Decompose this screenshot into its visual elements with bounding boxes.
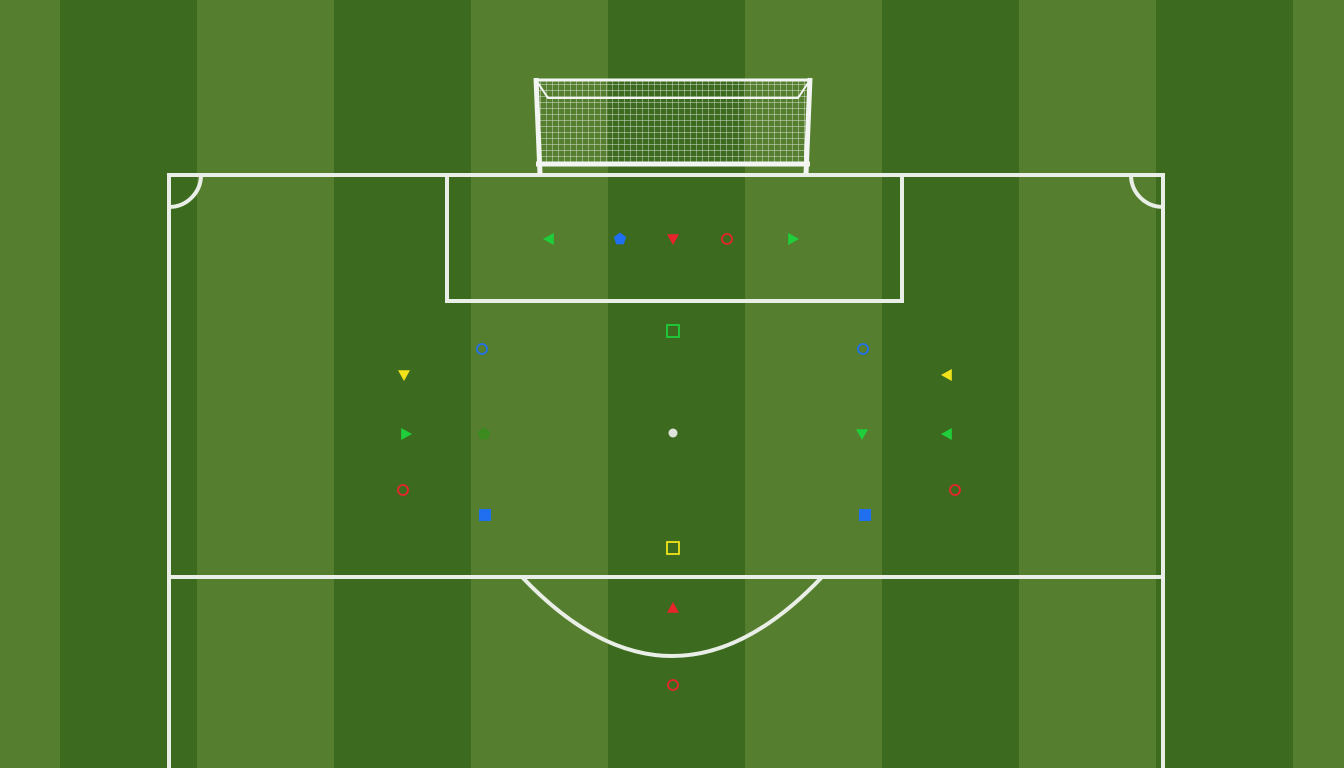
- marker-triangle-down-green: [856, 429, 868, 440]
- marker-triangle-up-red: [667, 602, 679, 613]
- left-post: [533, 77, 543, 175]
- marker-square-green-outline: [666, 324, 680, 338]
- marker-triangle-down-yellow: [398, 370, 410, 381]
- marker-triangle-left-green-2: [941, 428, 952, 440]
- net-mesh: [536, 80, 810, 164]
- marker-square-yellow-outline: [666, 541, 680, 555]
- markers-layer: [397, 232, 961, 691]
- marker-triangle-left-yellow: [941, 369, 952, 381]
- net-roof: [535, 79, 811, 99]
- grass-stripe: [197, 0, 334, 768]
- penalty-arc: [520, 575, 824, 658]
- pitch-lines: [167, 173, 1165, 768]
- marker-triangle-right-green-2: [401, 428, 412, 440]
- grass-stripe: [60, 0, 197, 768]
- grass-stripe: [1293, 0, 1344, 768]
- marker-pentagon-blue-1: [613, 232, 627, 245]
- goal-net: [533, 77, 813, 175]
- marker-circle-red-outline-3: [949, 484, 961, 496]
- marker-triangle-right-green-1: [788, 233, 799, 245]
- goal-area-line: [445, 173, 904, 303]
- marker-circle-red-outline-4: [667, 679, 679, 691]
- marker-circle-blue-outline-2: [857, 343, 869, 355]
- marker-circle-red-outline-2: [397, 484, 409, 496]
- grass-stripe: [0, 0, 60, 768]
- marker-triangle-left-green-1: [543, 233, 554, 245]
- ball-dot: [668, 428, 678, 438]
- grass-stripe: [1156, 0, 1293, 768]
- marker-square-blue-2: [859, 509, 871, 521]
- corner-arc-right: [1129, 174, 1164, 209]
- marker-square-blue-1: [479, 509, 491, 521]
- marker-circle-red-outline-1: [721, 233, 733, 245]
- grass-stripe: [334, 0, 471, 768]
- marker-circle-blue-outline-1: [476, 343, 488, 355]
- marker-pentagon-darkgreen: [477, 427, 491, 440]
- corner-arc-left: [168, 174, 203, 209]
- grass-stripe: [1019, 0, 1156, 768]
- marker-triangle-down-red-1: [667, 234, 679, 245]
- grass-stripe: [882, 0, 1019, 768]
- right-post: [803, 77, 813, 175]
